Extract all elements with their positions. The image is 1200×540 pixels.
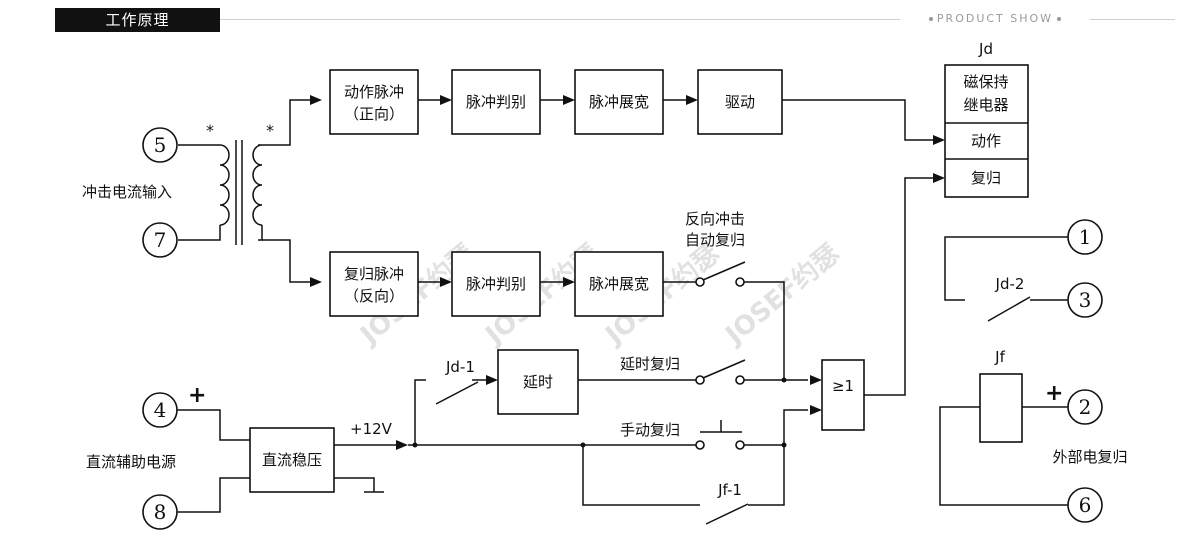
header-divider-line-right (1090, 19, 1175, 20)
block-reset-pulse: 复归脉冲 （反向） (329, 251, 419, 317)
terminal-5: 5 (142, 127, 178, 163)
block-pulse-widen-top: 脉冲展宽 (574, 69, 664, 135)
terminal-7-label: 7 (154, 228, 167, 252)
jf1-contact-label: Jf-1 (717, 481, 742, 499)
block-pulse-judge-top-label: 脉冲判别 (466, 93, 526, 111)
terminal-2: 2 (1067, 389, 1103, 425)
switch-jf1 (582, 445, 785, 525)
block-drive: 驱动 (697, 69, 783, 135)
jd1-contact-blade (435, 381, 479, 405)
block-reset-pulse-line2: （反向） (344, 287, 404, 305)
external-reset-label: 外部电复归 (1052, 448, 1127, 466)
relay-jd-reset: 复归 (971, 169, 1001, 187)
block-dc-regulator: 直流稳压 (249, 427, 335, 493)
block-reset-pulse-line1: 复归脉冲 (344, 265, 404, 283)
delay-reset-label: 延时复归 (620, 355, 680, 373)
relay-jd-label: Jd (978, 40, 993, 58)
dot-icon (1057, 17, 1062, 21)
block-delay: 延时 (497, 349, 579, 415)
block-pulse-widen-top-label: 脉冲展宽 (589, 93, 649, 111)
terminal-6: 6 (1067, 487, 1103, 523)
relay-jd-action: 动作 (971, 132, 1001, 150)
dot-icon (928, 17, 933, 21)
terminal-1: 1 (1067, 219, 1103, 255)
terminal-8: 8 (142, 494, 178, 530)
block-drive-label: 驱动 (725, 93, 755, 111)
switch-manual-reset (408, 409, 808, 450)
jf-coil-block (979, 373, 1023, 443)
terminal-1-label: 1 (1079, 225, 1092, 249)
relay-jd-title-line2: 继电器 (963, 96, 1008, 114)
block-pulse-judge-top: 脉冲判别 (451, 69, 541, 135)
terminal-7: 7 (142, 222, 178, 258)
dot-marker-right: * (266, 121, 274, 140)
or-gate-label: ≥1 (832, 377, 854, 395)
manual-reset-label: 手动复归 (620, 421, 680, 439)
plus-sign-left: + (188, 383, 206, 408)
terminal-6-label: 6 (1079, 493, 1092, 517)
transformer-symbol: * * (178, 95, 322, 287)
dot-marker-left: * (206, 121, 214, 140)
terminal-8-label: 8 (154, 500, 167, 524)
terminal-3-label: 3 (1079, 288, 1092, 312)
reverse-impulse-label-line2: 自动复归 (685, 231, 745, 249)
product-show-label: PRODUCT SHOW (905, 10, 1085, 28)
terminal-4-label: 4 (154, 398, 167, 422)
block-dc-regulator-label: 直流稳压 (262, 451, 322, 469)
reverse-impulse-label-line1: 反向冲击 (685, 210, 745, 228)
jd2-contact-label: Jd-2 (995, 275, 1025, 293)
block-action-pulse-line2: （正向） (344, 105, 404, 123)
jd2-contact: Jd-2 (944, 236, 1068, 322)
relay-jd-block: 磁保持 继电器 动作 复归 (944, 64, 1029, 198)
plus-sign-right: + (1045, 381, 1063, 406)
terminal-4: 4 (142, 392, 178, 428)
or-gate: ≥1 (821, 359, 865, 431)
terminal-5-label: 5 (154, 133, 167, 157)
block-pulse-judge-bottom-label: 脉冲判别 (466, 275, 526, 293)
product-show-text: PRODUCT SHOW (936, 12, 1054, 25)
block-pulse-judge-bottom: 脉冲判别 (451, 251, 541, 317)
watermark: JOSEF约瑟 (718, 238, 845, 352)
section-title-tab: 工作原理 (55, 8, 220, 32)
relay-jd-title-line1: 磁保持 (963, 73, 1008, 91)
terminal-2-label: 2 (1079, 395, 1092, 419)
block-action-pulse-line1: 动作脉冲 (344, 83, 404, 101)
dc-aux-power-label: 直流辅助电源 (86, 453, 176, 471)
block-action-pulse: 动作脉冲 （正向） (329, 69, 419, 135)
jd1-contact-label: Jd-1 (445, 358, 475, 376)
block-pulse-widen-bottom: 脉冲展宽 (574, 251, 664, 317)
switch-delay-reset (578, 359, 808, 385)
voltage-12v-label: +12V (350, 420, 393, 438)
block-pulse-widen-bottom-label: 脉冲展宽 (589, 275, 649, 293)
switch-auto-reset (663, 261, 785, 380)
block-delay-label: 延时 (523, 373, 553, 391)
terminal-3: 3 (1067, 282, 1103, 318)
header-divider-line (220, 19, 900, 20)
impulse-input-label: 冲击电流输入 (82, 183, 172, 201)
jf-coil-label: Jf (994, 348, 1005, 366)
